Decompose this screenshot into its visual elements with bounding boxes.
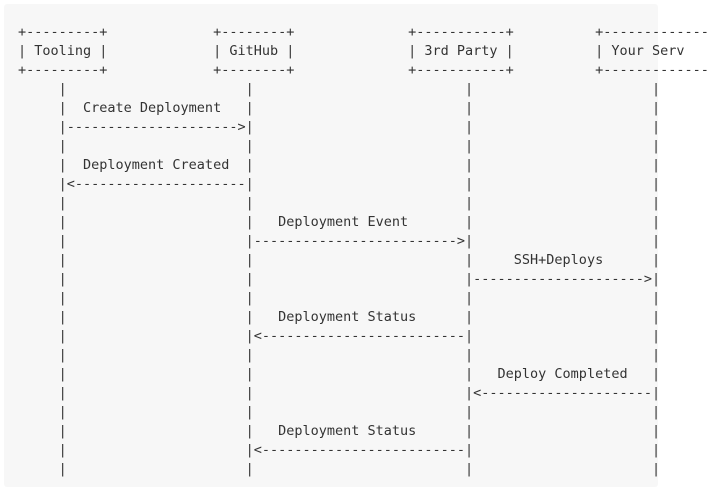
diagram-line-arrow: |<---------------------| | | [18,176,661,192]
diagram-line: +---------+ +--------+ +-----------+ +--… [18,24,709,40]
diagram-line-arrow: | |<-------------------------| | [18,328,661,344]
diagram-line: | | | | [18,404,661,420]
diagram-line: | | | | [18,195,661,211]
diagram-line: | | | | [18,290,661,306]
diagram-line-arrow: | | |<---------------------| [18,385,661,401]
diagram-line-message-label: | | Deployment Status | | [18,423,661,439]
diagram-line: | | | | [18,81,661,97]
diagram-line-message-label: | Create Deployment | | | [18,100,661,116]
diagram-line: +---------+ +--------+ +-----------+ +--… [18,62,709,78]
code-block: +---------+ +--------+ +-----------+ +--… [4,4,709,487]
diagram-line-arrow: | |------------------------->| | [18,233,661,249]
diagram-line-message-label: | | Deployment Status | | [18,309,661,325]
diagram-line-message-label: | Deployment Created | | | [18,157,661,173]
diagram-line-message-label: | | Deployment Event | | [18,214,661,230]
diagram-line: | | | | [18,138,661,154]
diagram-line-message-label: | | | Deploy Completed | [18,366,661,382]
ascii-sequence-diagram: +---------+ +--------+ +-----------+ +--… [18,23,709,479]
diagram-line: | | | | [18,347,661,363]
diagram-line-participants: | Tooling | | GitHub | | 3rd Party | | Y… [18,43,685,59]
diagram-line-arrow: | | |--------------------->| [18,271,661,287]
diagram-line-arrow: |--------------------->| | | [18,119,661,135]
diagram-line: | | | | [18,461,661,477]
diagram-line-arrow: | |<-------------------------| | [18,442,661,458]
diagram-line-message-label: | | | SSH+Deploys | [18,252,661,268]
